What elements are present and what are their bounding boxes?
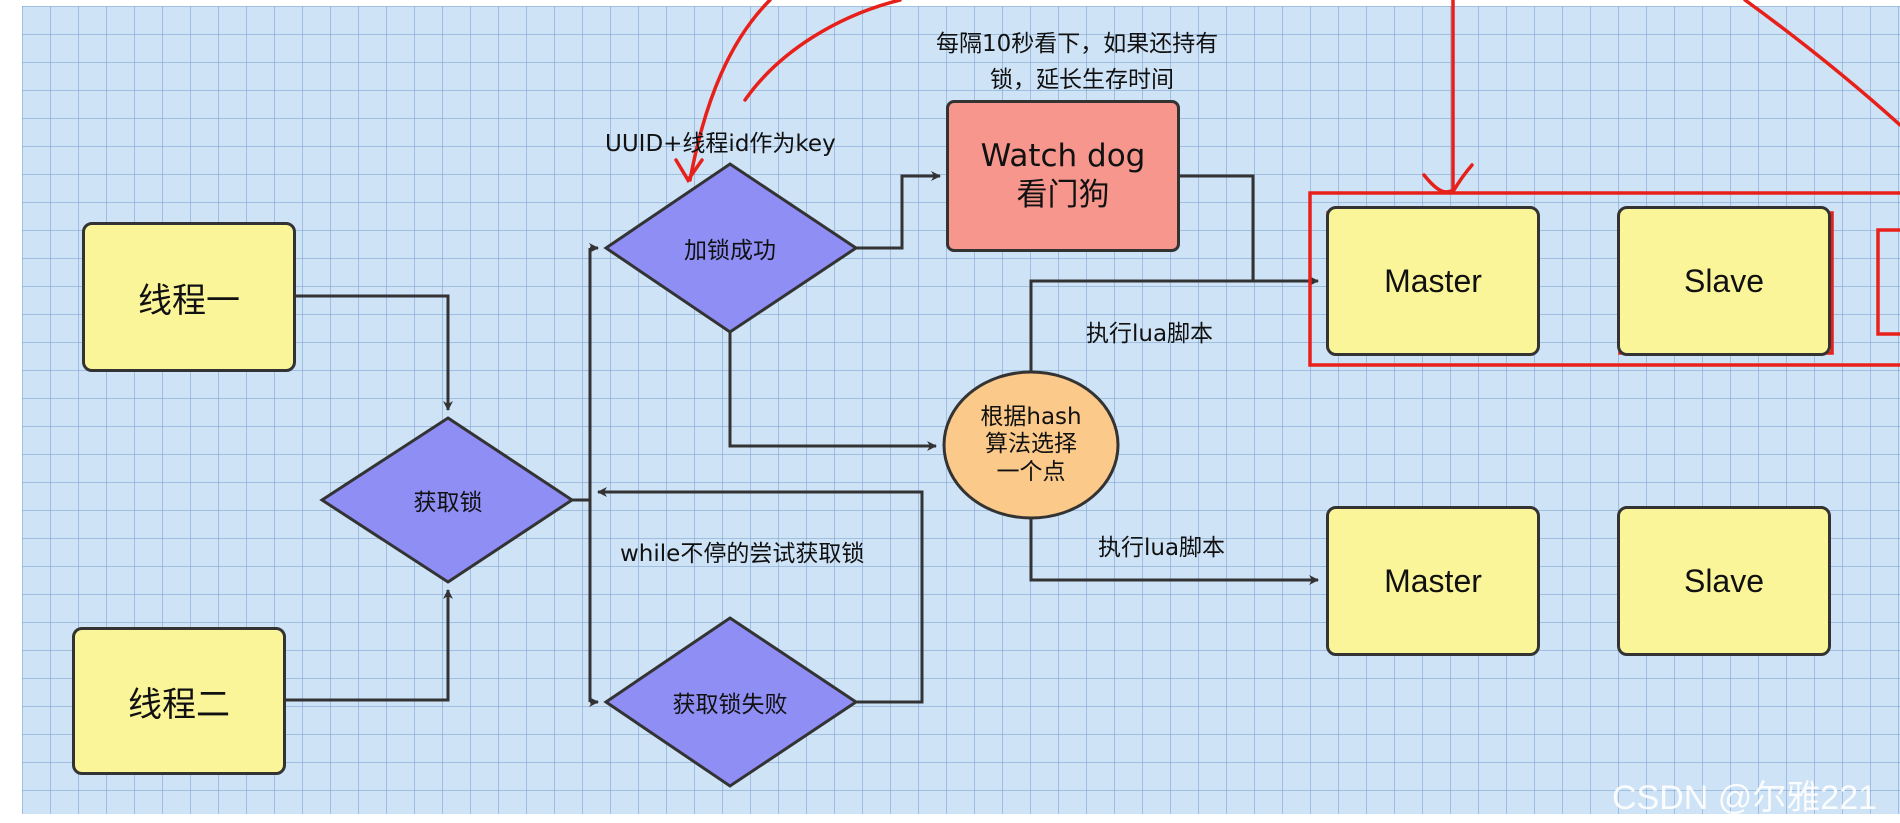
acquire-lock-label: 获取锁 xyxy=(413,490,483,516)
annotation-arrowhead-master xyxy=(1422,163,1474,194)
master1-box: Master xyxy=(1326,206,1540,356)
edge-thread2-acquire xyxy=(286,589,453,702)
lock-fail-label: 获取锁失败 xyxy=(672,692,788,718)
master2-box: Master xyxy=(1326,506,1540,656)
slave2-label: Slave xyxy=(1683,562,1765,599)
master2-label: Master xyxy=(1384,562,1482,599)
retry-loop-label: while不停的尝试获取锁 xyxy=(620,541,865,567)
uuid-key-label: UUID+线程id作为key xyxy=(605,131,836,157)
annotation-curve-left-head xyxy=(674,158,704,184)
annotation-curve-right xyxy=(1743,0,1900,127)
watchdog-note-line2: 锁，延长生存时间 xyxy=(990,67,1174,93)
annotation-curve-top xyxy=(743,0,902,102)
watchdog-box: Watch dog 看门狗 xyxy=(946,100,1180,252)
thread2-label: 线程二 xyxy=(128,684,230,725)
lock-success-text: 加锁成功 xyxy=(642,228,818,268)
acquire-lock-text: 获取锁 xyxy=(360,480,536,520)
slave1-box: Slave xyxy=(1617,206,1831,356)
edge-hash-master2 xyxy=(1029,518,1319,585)
hash-line3: 一个点 xyxy=(996,458,1066,485)
annotation-red-frame xyxy=(1308,191,1900,367)
lock-success-label: 加锁成功 xyxy=(684,238,776,264)
edge-fail-retry xyxy=(597,487,924,704)
watchdog-note-line1: 每隔10秒看下，如果还持有 xyxy=(936,31,1219,57)
edge-success-watchdog xyxy=(856,171,941,250)
thread2-box: 线程二 xyxy=(72,627,286,775)
edge-success-hash xyxy=(728,332,937,451)
slave1-label: Slave xyxy=(1683,262,1765,299)
annotation-partial-frame xyxy=(1876,228,1900,336)
hash-select-text: 根据hash 算法选择 一个点 xyxy=(946,395,1116,495)
edge-watchdog-master1 xyxy=(1180,174,1255,281)
lua-script-label-1: 执行lua脚本 xyxy=(1086,321,1214,347)
thread1-label: 线程一 xyxy=(138,280,240,321)
hash-line2: 算法选择 xyxy=(985,431,1077,458)
master1-label: Master xyxy=(1384,262,1482,299)
slave2-box: Slave xyxy=(1617,506,1831,656)
lock-fail-text: 获取锁失败 xyxy=(642,682,818,722)
thread1-box: 线程一 xyxy=(82,222,296,372)
edge-hash-master1 xyxy=(1029,276,1319,372)
hash-line1: 根据hash xyxy=(980,403,1082,430)
watchdog-title: Watch dog xyxy=(980,138,1146,175)
acquire-lock-diamond xyxy=(319,416,575,584)
watchdog-subtitle: 看门狗 xyxy=(1016,177,1110,213)
lua-script-label-2: 执行lua脚本 xyxy=(1098,535,1226,561)
lock-fail-diamond xyxy=(603,616,859,788)
edge-thread1-acquire xyxy=(296,294,453,411)
watermark: CSDN @尔雅221 xyxy=(1612,779,1878,817)
annotation-curve-left xyxy=(688,0,772,182)
